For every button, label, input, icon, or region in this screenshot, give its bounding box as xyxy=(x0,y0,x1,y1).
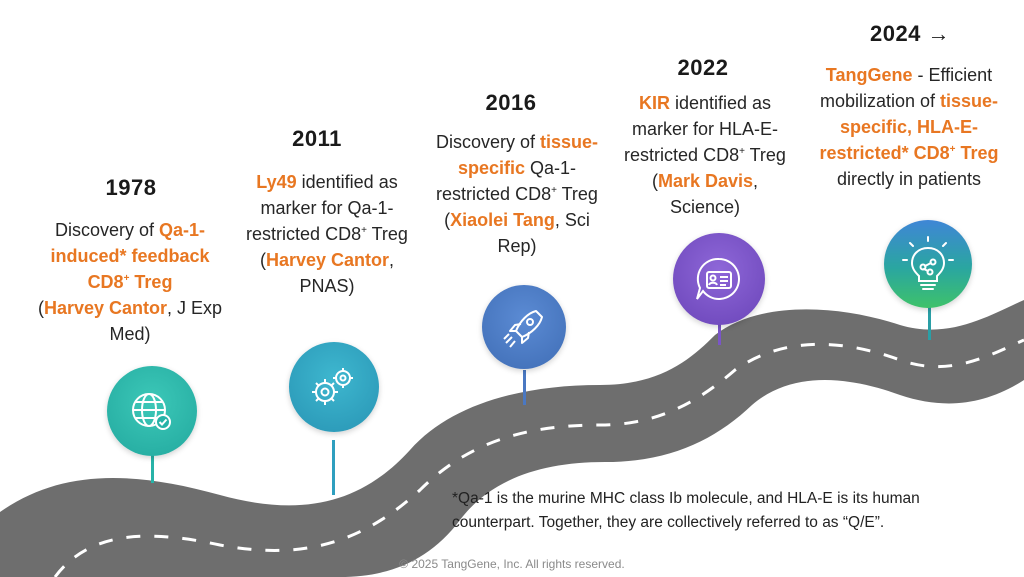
milestone-year-1978: 1978 xyxy=(105,175,157,200)
gears-icon xyxy=(312,368,353,405)
milestone-circle-1978 xyxy=(107,366,197,456)
milestone-year-2016: 2016 xyxy=(485,90,537,115)
milestone-desc-2011: Ly49 identified as marker for Qa-1-restr… xyxy=(246,172,408,296)
milestone-stem-4 xyxy=(718,320,721,345)
milestone-desc-2016: Discovery of tissue-specific Qa-1-restri… xyxy=(435,132,599,256)
globe-check-icon xyxy=(132,393,171,430)
milestone-stem-5 xyxy=(928,300,931,340)
milestone-stem-1 xyxy=(151,455,154,483)
road-center-line xyxy=(53,338,1024,577)
milestone-desc-2022: KIR identified as marker for HLA-E-restr… xyxy=(624,93,786,217)
milestone-circle-2022 xyxy=(673,233,765,325)
copyright: © 2025 TangGene, Inc. All rights reserve… xyxy=(399,557,625,571)
milestone-circle-2011 xyxy=(289,342,379,432)
id-card-chat-icon xyxy=(696,257,740,300)
lightbulb-icon xyxy=(902,236,954,290)
milestone-year-2011: 2011 xyxy=(292,126,342,151)
milestone-year-2024: 2024 → xyxy=(869,21,951,46)
milestone-circle-2024 xyxy=(884,220,972,308)
milestone-stem-2 xyxy=(332,440,335,495)
milestone-year-2022: 2022 xyxy=(677,55,729,80)
milestone-desc-2024: TangGene - Efficient mobilization of tis… xyxy=(819,65,999,189)
road-surface xyxy=(0,300,1024,577)
footnote: *Qa-1 is the murine MHC class Ib molecul… xyxy=(452,490,920,531)
milestone-desc-1978: Discovery of Qa-1-induced* feedback CD8+… xyxy=(37,220,223,344)
rocket-icon xyxy=(503,310,543,348)
milestone-stem-3 xyxy=(523,370,526,405)
milestone-circle-2016 xyxy=(482,285,566,369)
